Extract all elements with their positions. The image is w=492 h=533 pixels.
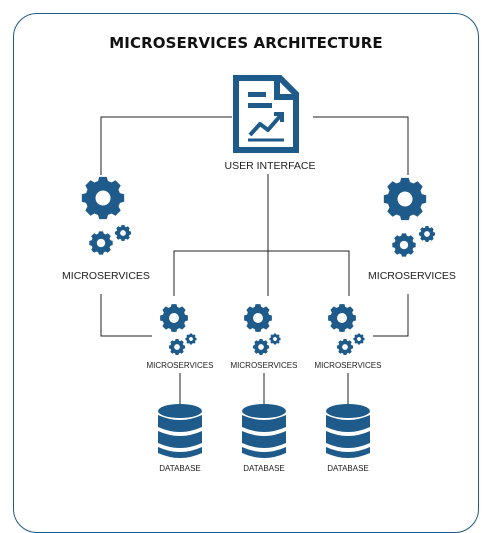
microservice-bottom-3-label: MICROSERVICES (314, 361, 382, 370)
diagram-canvas: MICROSERVICES ARCHITECTURE USER INTERFAC… (13, 13, 479, 533)
connector-right-small (373, 294, 409, 337)
connector-lines (100, 116, 409, 405)
microservice-bottom-1-label: MICROSERVICES (146, 361, 214, 370)
document-chart-icon (233, 75, 299, 153)
connector-ui-right (313, 116, 409, 175)
microservice-right-label: MICROSERVICES (368, 270, 456, 282)
gears-icon-right (383, 177, 436, 257)
database-2-label: DATABASE (243, 464, 285, 473)
gears-icon-bottom-3 (328, 304, 365, 356)
database-icon-2 (242, 404, 286, 458)
database-icon-1 (158, 404, 202, 458)
database-icon-3 (326, 404, 370, 458)
gears-icon-bottom-1 (160, 304, 197, 356)
architecture-diagram (81, 75, 436, 458)
connector-bus (173, 250, 350, 296)
microservice-left-label: MICROSERVICES (62, 270, 150, 282)
gears-icon-bottom-2 (244, 304, 281, 356)
user-interface-label: USER INTERFACE (224, 160, 316, 172)
microservice-bottom-2-label: MICROSERVICES (230, 361, 298, 370)
database-1-label: DATABASE (159, 464, 201, 473)
gears-icon-left (81, 176, 132, 255)
database-3-label: DATABASE (327, 464, 369, 473)
diagram-title: MICROSERVICES ARCHITECTURE (109, 34, 383, 52)
connector-ui-left (100, 116, 232, 175)
connector-left-small (100, 294, 152, 337)
